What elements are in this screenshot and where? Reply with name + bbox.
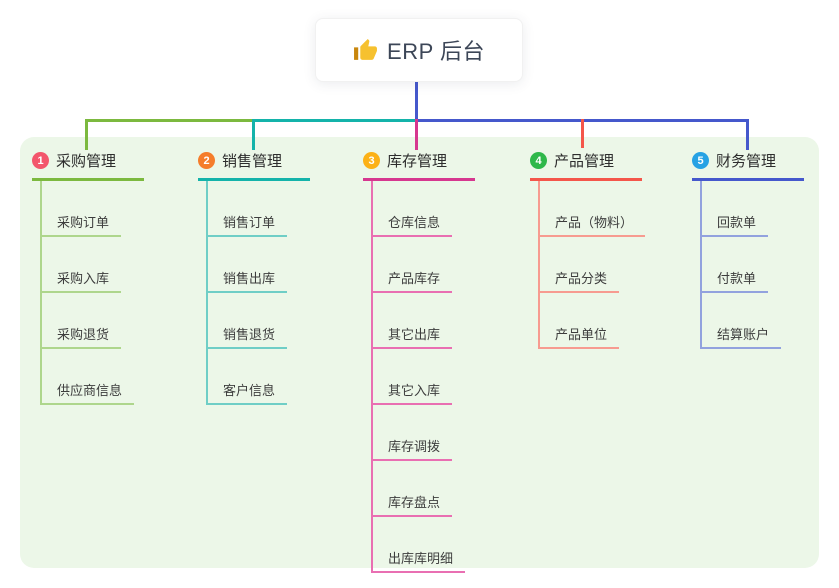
branch-item[interactable]: 出库库明细 <box>371 517 466 573</box>
connector-bus-left <box>85 119 257 122</box>
branch-item[interactable]: 其它出库 <box>371 293 453 349</box>
branch-items: 回款单付款单结算账户 <box>700 181 804 349</box>
branch-number-badge: 5 <box>692 152 709 169</box>
branch-item[interactable]: 结算账户 <box>700 293 782 349</box>
connector-drop-branch-5 <box>746 119 749 150</box>
branch-column-4: 4 产品管理产品（物料）产品分类产品单位 <box>530 148 646 349</box>
connector-drop-branch-2 <box>252 119 255 150</box>
branch-item[interactable]: 产品分类 <box>538 237 620 293</box>
branch-connector-line <box>206 181 208 405</box>
branch-items: 销售订单销售出库销售退货客户信息 <box>206 181 310 405</box>
branch-item[interactable]: 销售退货 <box>206 293 288 349</box>
branch-column-2: 2 销售管理销售订单销售出库销售退货客户信息 <box>198 148 310 405</box>
connector-root-stem <box>415 82 418 120</box>
branch-number-badge: 4 <box>530 152 547 169</box>
branch-item[interactable]: 销售出库 <box>206 237 288 293</box>
branch-label: 销售管理 <box>222 153 283 170</box>
branch-label: 产品管理 <box>554 153 615 170</box>
branches-panel: 1 采购管理采购订单采购入库采购退货供应商信息 2 销售管理销售订单销售出库销售退货客… <box>20 137 819 573</box>
branch-item[interactable]: 采购订单 <box>40 181 122 237</box>
connector-drop-branch-4 <box>581 119 584 148</box>
branch-label: 财务管理 <box>716 153 777 170</box>
branch-item[interactable]: 产品单位 <box>538 293 620 349</box>
branch-number-badge: 3 <box>363 152 380 169</box>
branch-item[interactable]: 付款单 <box>700 237 769 293</box>
branch-item[interactable]: 供应商信息 <box>40 349 135 405</box>
branch-label: 采购管理 <box>56 153 117 170</box>
branch-item[interactable]: 其它入库 <box>371 349 453 405</box>
branch-number-badge: 1 <box>32 152 49 169</box>
branch-item[interactable]: 采购退货 <box>40 293 122 349</box>
root-title: ERP 后台 <box>387 39 485 64</box>
connector-bus-mid <box>255 119 417 122</box>
branch-item[interactable]: 回款单 <box>700 181 769 237</box>
branch-items: 仓库信息产品库存其它出库其它入库库存调拨库存盘点出库库明细 <box>371 181 475 573</box>
branch-connector-line <box>371 181 373 573</box>
branch-item[interactable]: 采购入库 <box>40 237 122 293</box>
branch-items: 采购订单采购入库采购退货供应商信息 <box>40 181 144 405</box>
branch-item[interactable]: 产品（物料） <box>538 181 646 237</box>
branch-connector-line <box>700 181 702 349</box>
branch-header[interactable]: 5 财务管理 <box>692 148 804 181</box>
branch-header[interactable]: 1 采购管理 <box>32 148 144 181</box>
branch-number-badge: 2 <box>198 152 215 169</box>
branch-column-5: 5 财务管理回款单付款单结算账户 <box>692 148 804 349</box>
connector-drop-branch-1 <box>85 119 88 150</box>
branch-item[interactable]: 客户信息 <box>206 349 288 405</box>
branch-item[interactable]: 销售订单 <box>206 181 288 237</box>
branch-connector-line <box>40 181 42 405</box>
branch-column-1: 1 采购管理采购订单采购入库采购退货供应商信息 <box>32 148 144 405</box>
branch-connector-line <box>538 181 540 349</box>
branch-header[interactable]: 2 销售管理 <box>198 148 310 181</box>
branch-column-3: 3 库存管理仓库信息产品库存其它出库其它入库库存调拨库存盘点出库库明细 <box>363 148 475 573</box>
root-node[interactable]: ERP 后台 <box>315 18 523 82</box>
connector-drop-branch-3 <box>415 119 418 150</box>
branch-item[interactable]: 库存调拨 <box>371 405 453 461</box>
branch-item[interactable]: 库存盘点 <box>371 461 453 517</box>
branch-header[interactable]: 3 库存管理 <box>363 148 475 181</box>
thumbs-up-icon <box>354 38 377 60</box>
branch-items: 产品（物料）产品分类产品单位 <box>538 181 646 349</box>
branch-label: 库存管理 <box>387 153 448 170</box>
branch-item[interactable]: 仓库信息 <box>371 181 453 237</box>
branch-item[interactable]: 产品库存 <box>371 237 453 293</box>
branch-header[interactable]: 4 产品管理 <box>530 148 642 181</box>
